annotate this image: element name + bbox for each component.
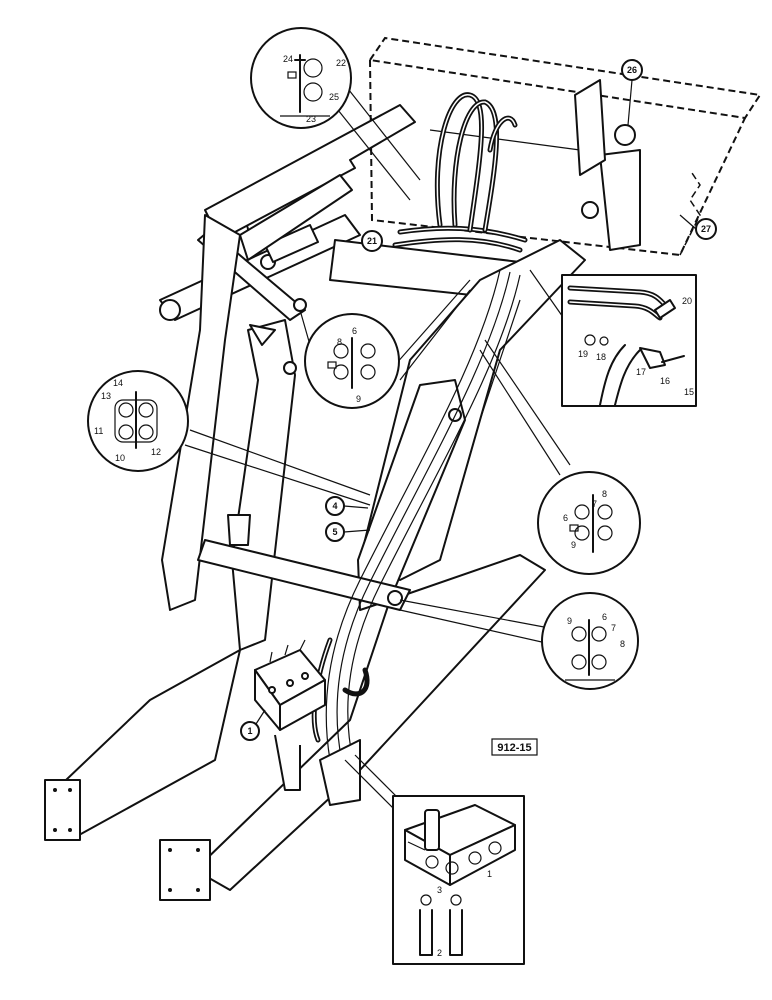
callout-1: 1 xyxy=(240,709,266,741)
control-valve xyxy=(254,639,361,806)
inset-valve-label-1: 1 xyxy=(487,869,492,879)
inset-hose-fittings: 20 19 18 17 16 15 xyxy=(561,274,697,407)
callout-21: 21 xyxy=(361,230,383,252)
inset-left-label-13: 13 xyxy=(101,391,111,401)
inset-top-label-25: 25 xyxy=(329,92,339,102)
inset-fittings-label-15: 15 xyxy=(684,387,694,397)
inset-left-clamp: 14 13 11 10 12 xyxy=(87,370,189,472)
inset-left-label-10: 10 xyxy=(115,453,125,463)
inset-lower-right-clamp: 9 6 7 8 xyxy=(541,592,639,690)
callout-26-text: 26 xyxy=(627,65,637,75)
callout-27: 27 xyxy=(679,214,717,240)
inset-fittings-label-17: 17 xyxy=(636,367,646,377)
figure-code: 912-15 xyxy=(491,738,538,756)
callout-27-text: 27 xyxy=(701,224,711,234)
inset-right-label-7: 7 xyxy=(592,499,597,509)
inset-upper-mid-label-6: 6 xyxy=(352,326,357,336)
callout-4: 4 xyxy=(325,496,369,516)
inset-lower-right-label-9: 9 xyxy=(567,616,572,626)
loader-frame xyxy=(44,104,586,901)
callout-5-text: 5 xyxy=(332,527,337,537)
inset-valve-label-2: 2 xyxy=(437,948,442,958)
inset-left-label-12: 12 xyxy=(151,447,161,457)
callout-26: 26 xyxy=(621,59,643,126)
inset-left-label-14: 14 xyxy=(113,378,123,388)
figure-code-text: 912-15 xyxy=(497,742,531,754)
inset-right-clamp: 7 8 6 9 xyxy=(537,471,641,575)
inset-lower-right-label-6: 6 xyxy=(602,612,607,622)
inset-lower-right-label-7: 7 xyxy=(611,623,616,633)
callout-1-text: 1 xyxy=(247,726,252,736)
upper-hoses xyxy=(392,92,528,253)
inset-top-clamp: 24 22 25 23 xyxy=(250,27,352,129)
inset-upper-mid-clamp: 6 8 9 xyxy=(304,313,400,409)
inset-right-label-8: 8 xyxy=(602,489,607,499)
callout-4-text: 4 xyxy=(332,501,337,511)
inset-right-label-9: 9 xyxy=(571,540,576,550)
inset-top-label-23: 23 xyxy=(306,114,316,124)
inset-top-label-24: 24 xyxy=(283,54,293,64)
callout-5: 5 xyxy=(325,522,371,542)
inset-valve-label-3: 3 xyxy=(437,885,442,895)
inset-fittings-label-19: 19 xyxy=(578,349,588,359)
callout-21-text: 21 xyxy=(367,236,377,246)
inset-lower-right-label-8: 8 xyxy=(620,639,625,649)
inset-upper-mid-label-9: 9 xyxy=(356,394,361,404)
inset-fittings-label-20: 20 xyxy=(682,296,692,306)
inset-fittings-label-16: 16 xyxy=(660,376,670,386)
inset-top-label-22: 22 xyxy=(336,58,346,68)
inset-valve: 1 3 2 xyxy=(392,795,525,965)
inset-upper-mid-label-8: 8 xyxy=(337,337,342,347)
inset-left-label-11: 11 xyxy=(94,426,103,436)
inset-right-label-6: 6 xyxy=(563,513,568,523)
leader-lines xyxy=(184,84,571,816)
bucket-cylinder-right xyxy=(574,79,641,251)
inset-fittings-label-18: 18 xyxy=(596,352,606,362)
